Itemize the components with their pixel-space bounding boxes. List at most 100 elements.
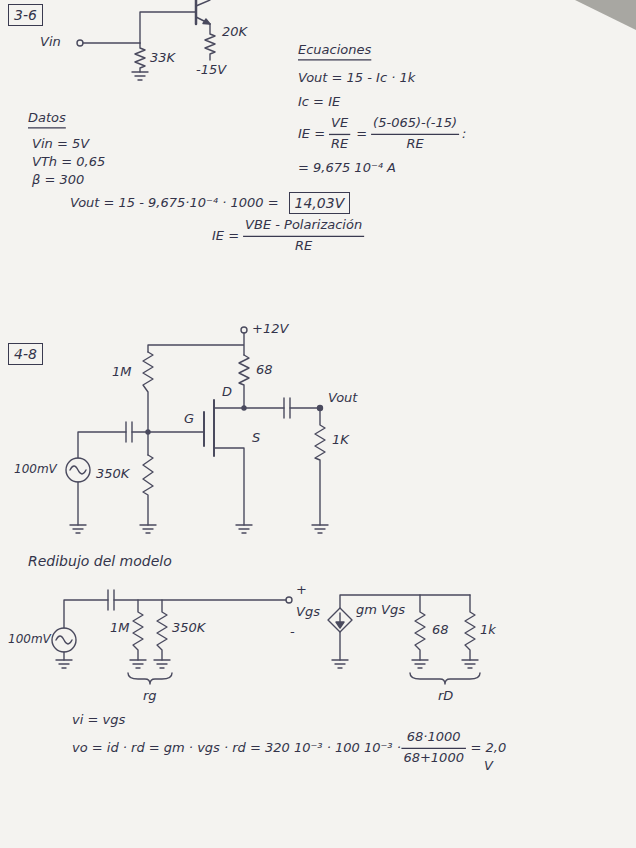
handwritten-text: G (184, 411, 194, 428)
box-text: 3-6 (14, 6, 37, 24)
junction-dot (146, 430, 150, 434)
handwritten-text: VTh = 0,65 (32, 154, 105, 171)
handwritten-text: + (296, 582, 307, 599)
handwritten-text: : (462, 126, 466, 143)
resistor-symbol (135, 43, 145, 72)
wire (77, 482, 78, 525)
mosfet-gate (203, 412, 205, 446)
sine-mark (56, 636, 72, 644)
ground-symbol (412, 660, 428, 668)
ac-source (66, 458, 90, 482)
wire (132, 431, 204, 432)
paper-edge (575, 0, 636, 30)
handwritten-text: vo = id · rd = gm · vgs · rd = 320 10⁻³ … (72, 740, 401, 757)
handwritten-text: rD (438, 688, 453, 705)
handwritten-text: 350K (172, 620, 205, 637)
wire (83, 42, 140, 43)
handwritten-text: β = 300 (32, 172, 84, 189)
handwritten-text: rg (143, 688, 157, 705)
dependent-source (328, 608, 352, 632)
fraction-bar (401, 748, 466, 749)
handwritten-text: Vout (328, 390, 357, 407)
brace (410, 673, 480, 684)
resistor-symbol (315, 408, 325, 525)
handwritten-text: = 2,0 (471, 740, 507, 757)
capacitor-symbol (108, 590, 114, 610)
terminal (286, 597, 292, 603)
handwritten-text: Ecuaciones (298, 42, 371, 59)
handwritten-text: 20K (222, 24, 247, 41)
handwritten-text: IE = (298, 126, 325, 143)
handwritten-text: 68·1000 (407, 729, 461, 746)
handwritten-text: = 9,675 10⁻⁴ A (298, 160, 396, 177)
ground-symbol (132, 72, 148, 80)
handwritten-text: 100mV (8, 632, 51, 648)
handwritten-text: Vout = 15 - Ic · 1k (298, 70, 415, 87)
boxed-label: 4-8 (8, 343, 43, 365)
box-text: 4-8 (14, 345, 37, 363)
resistor-symbol (465, 595, 475, 660)
handwritten-text: 68+1000 (403, 750, 464, 767)
boxed-label: 3-6 (8, 4, 43, 26)
resistor-symbol (133, 600, 143, 660)
resistor-symbol (205, 24, 215, 60)
underline (298, 59, 371, 60)
handwritten-text: 1k (480, 622, 496, 639)
supply-terminal (241, 327, 247, 333)
fraction-bar (371, 134, 459, 135)
resistor-symbol (239, 355, 249, 408)
resistor-symbol (143, 352, 153, 455)
wire (140, 12, 196, 43)
handwritten-text: = (356, 126, 367, 143)
wire (148, 333, 244, 355)
ground-symbol (130, 660, 146, 668)
ground-symbol (154, 660, 170, 668)
handwritten-text: 33K (150, 50, 175, 67)
handwritten-text: Ic = IE (298, 94, 340, 111)
handwritten-text: Vin (40, 34, 61, 51)
wire (78, 432, 126, 458)
ground-symbol (332, 660, 348, 668)
ground-symbol (462, 660, 478, 668)
sine-mark (70, 466, 86, 474)
resistor-symbol (157, 600, 167, 660)
ground-symbol (56, 660, 72, 668)
handwritten-text: V (484, 758, 493, 775)
underline (28, 127, 66, 128)
transistor-collector (196, 0, 210, 6)
output-terminal (318, 406, 323, 411)
handwritten-text: 1K (332, 432, 349, 449)
box-text: 14,03V (295, 194, 345, 212)
handwritten-text: (5-065)-(-15) (373, 115, 457, 132)
handwritten-text: RE (295, 238, 312, 255)
handwritten-text: 68 (432, 622, 449, 639)
handwritten-text: VBE - Polarización (245, 217, 362, 234)
handwritten-text: Vin = 5V (32, 136, 89, 153)
handwritten-text: Datos (28, 110, 66, 127)
capacitor-symbol (284, 398, 290, 418)
fraction-bar (329, 134, 350, 135)
handwritten-text: Vout = 15 - 9,675·10⁻⁴ · 1000 = (70, 195, 279, 212)
brace (128, 673, 172, 684)
ground-symbol (312, 525, 328, 533)
handwritten-text: Vgs (296, 604, 320, 621)
handwritten-text: IE = (212, 228, 239, 245)
resistor-symbol (415, 595, 425, 660)
handwritten-text: 1M (110, 620, 130, 637)
transistor-emitter (196, 17, 210, 24)
ac-source (52, 628, 76, 652)
resistor-symbol (143, 455, 153, 525)
handwritten-text: -15V (196, 62, 226, 79)
transistor-base (195, 0, 198, 24)
current-arrow (336, 622, 344, 628)
input-terminal (77, 40, 83, 46)
handwritten-text: 68 (256, 362, 273, 379)
handwritten-text: gm Vgs (356, 602, 405, 619)
capacitor-symbol (126, 422, 132, 442)
boxed-label: 14,03V (289, 192, 351, 214)
handwritten-text: 100mV (14, 462, 57, 478)
wire (64, 600, 286, 660)
handwritten-text: VE (331, 115, 348, 132)
wire (340, 595, 470, 660)
